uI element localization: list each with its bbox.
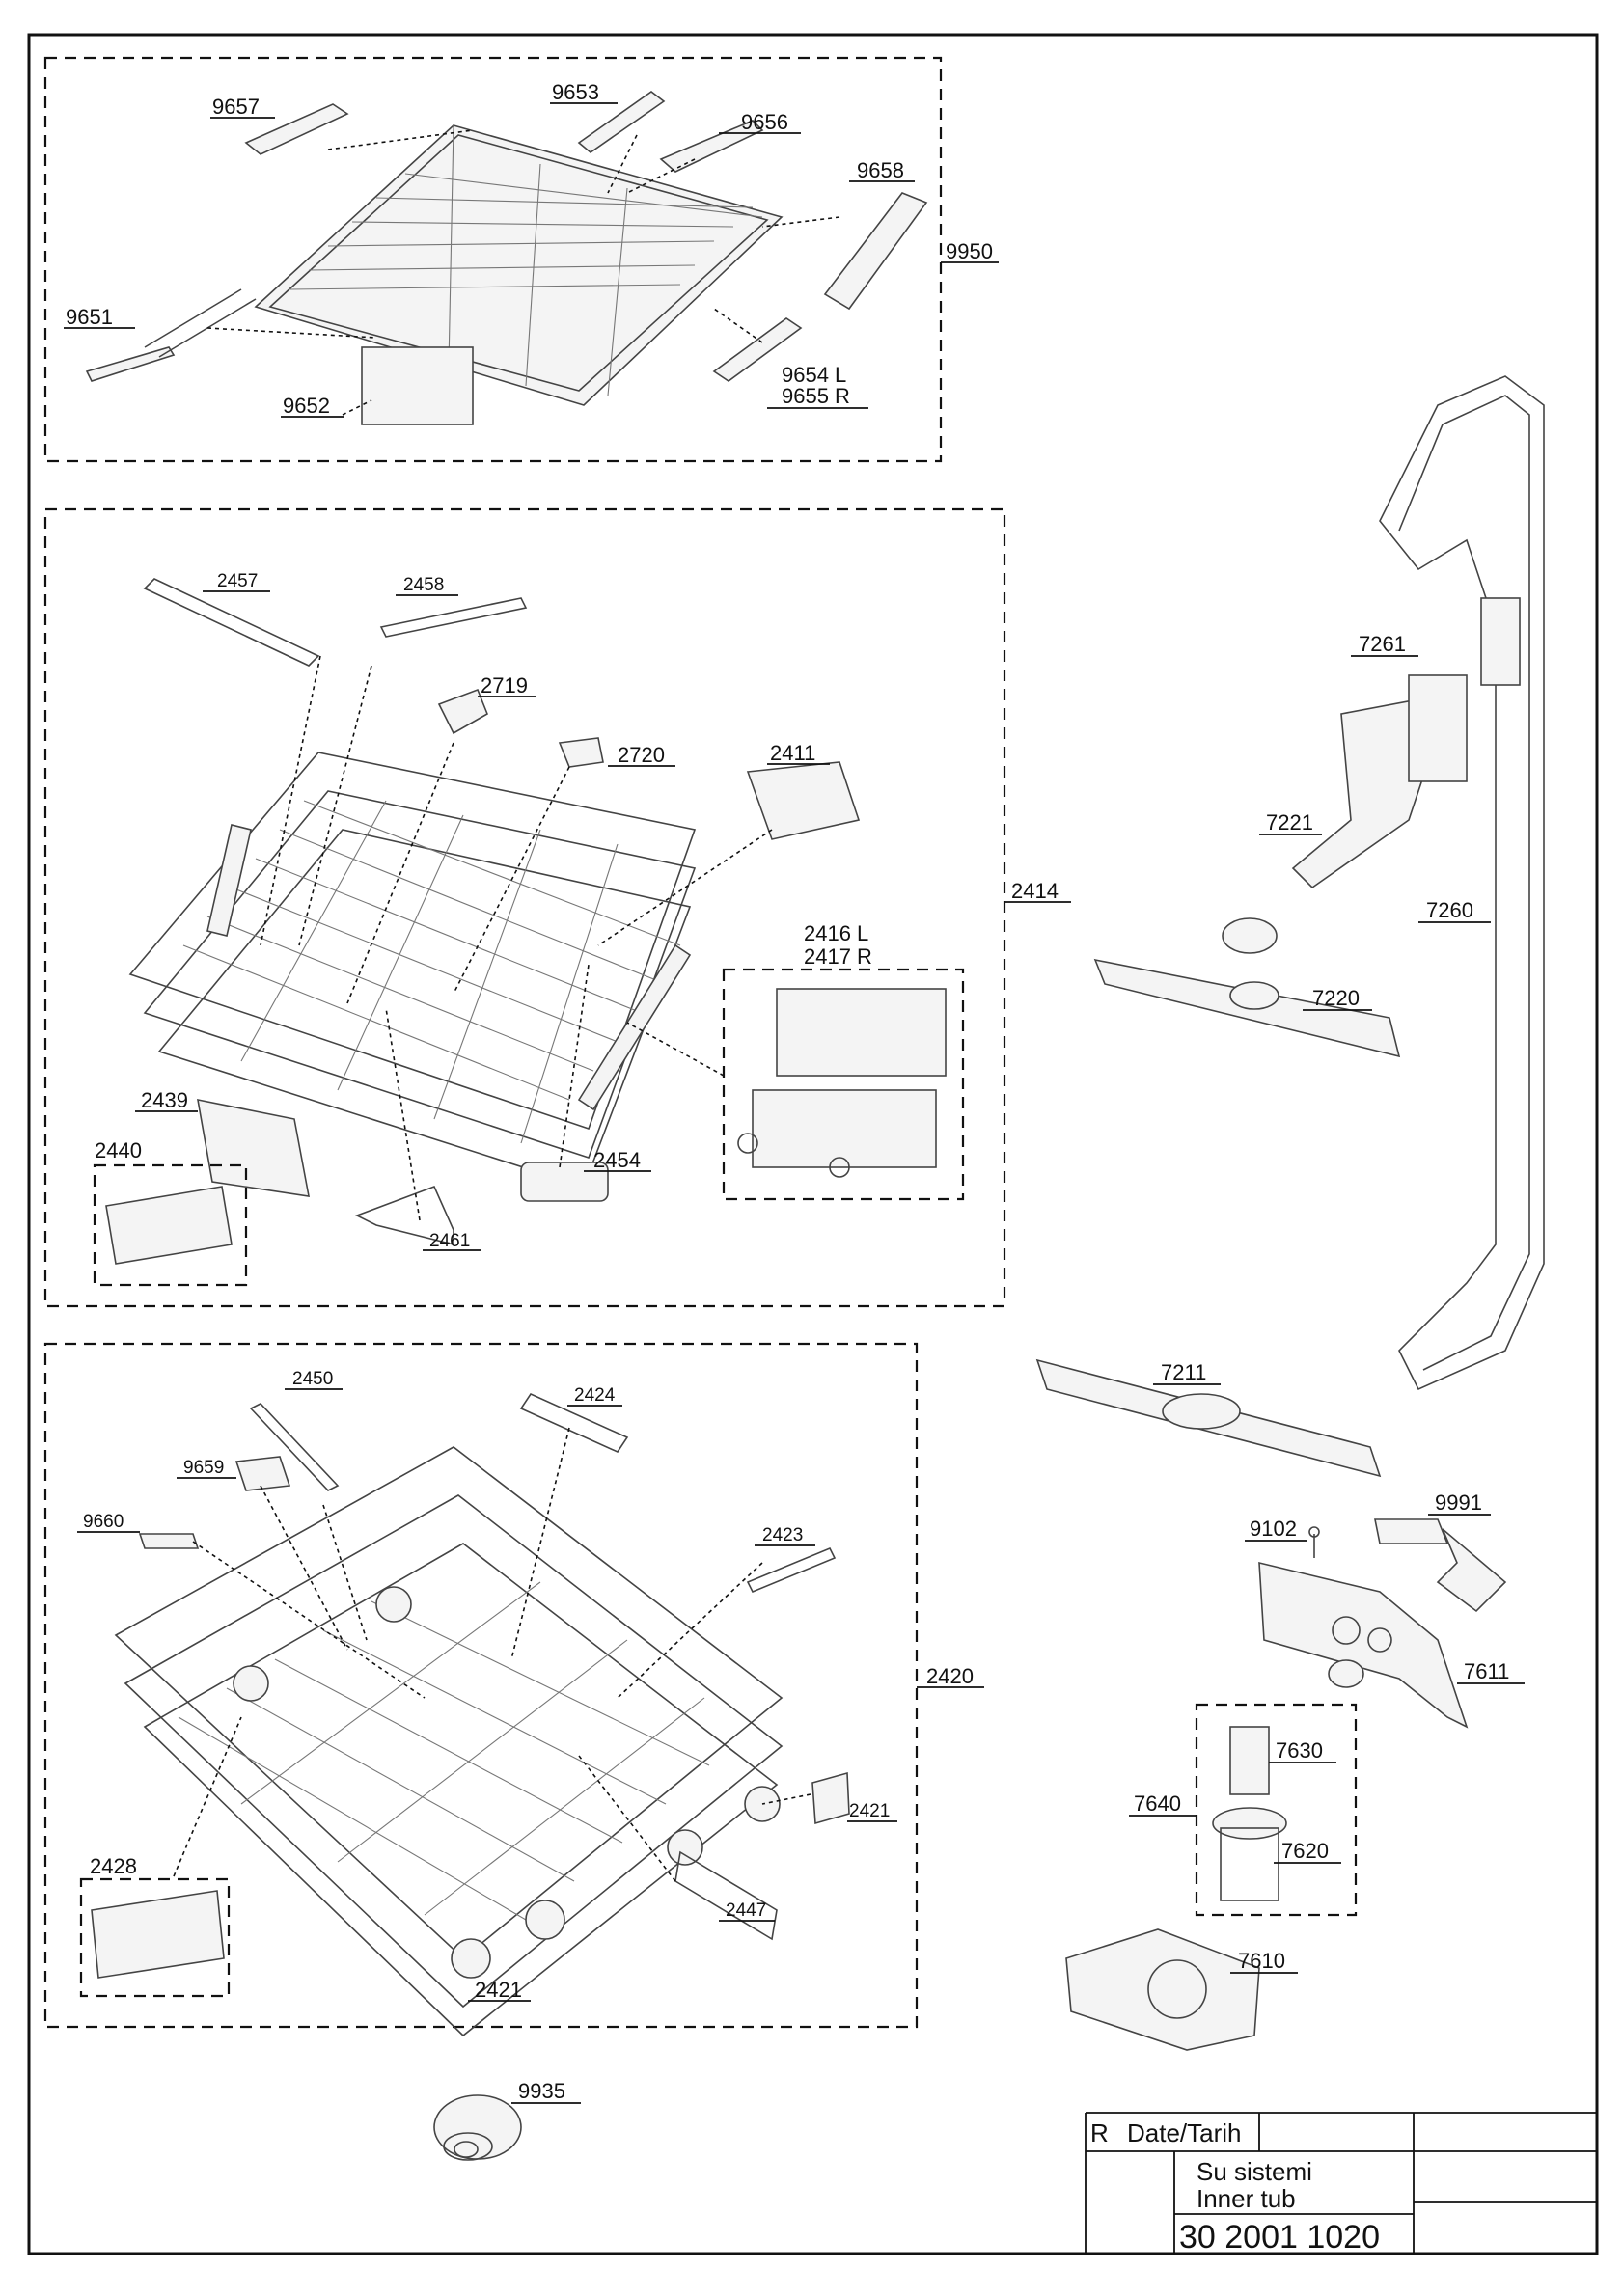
label-9660: 9660 [83,1512,124,1532]
label-2411: 2411 [770,741,815,765]
label-2414: 2414 [1011,879,1059,903]
label-2719: 2719 [481,673,528,697]
label-2424: 2424 [574,1385,616,1406]
clip-2440-drawing [105,1186,233,1265]
label-9659: 9659 [183,1458,224,1478]
filter-7640-drawing [1212,1726,1287,1901]
water-pipe-7260-drawing [1379,375,1545,1391]
label-2417: 2417 R [804,944,872,969]
label-9658: 9658 [857,158,904,182]
label-2461: 2461 [429,1231,470,1251]
label-2720: 2720 [618,743,665,767]
group-2416-frame [722,968,965,1201]
spray-arm-7211-drawing [1035,1358,1382,1478]
group-2414-frame [43,507,1006,1308]
label-2421-right: 2421 [849,1801,890,1821]
leaders-9950 [206,129,840,416]
group-9950-frame [43,56,943,463]
part-9102-9991-drawing [1308,1518,1507,1613]
label-9653: 9653 [552,80,599,104]
label-2440: 2440 [95,1138,142,1162]
label-7611: 7611 [1464,1659,1509,1683]
labels-2420: 2450 2424 9659 9660 2423 2420 2421 2428 … [77,1369,984,2002]
group-2428-frame [79,1877,231,1998]
label-2454: 2454 [593,1148,641,1172]
page-border [27,33,1599,2255]
label-2421-bottom: 2421 [475,1978,522,2002]
title-block-drawing-number: 30 2001 1020 [1179,2219,1380,2255]
label-7261: 7261 [1359,632,1406,656]
label-9102: 9102 [1250,1517,1297,1541]
label-9950: 9950 [946,239,993,263]
part-9935-drawing [433,2094,522,2161]
label-9991: 9991 [1435,1490,1482,1515]
leaders-2414 [260,655,773,1221]
spray-arm-7221-drawing [1291,674,1468,889]
labels-2414: 2457 2458 2719 2720 2411 2414 2416 L 241… [95,571,1071,1251]
label-9654: 9654 L [782,363,846,387]
label-2428: 2428 [90,1854,137,1878]
label-7260: 7260 [1426,898,1473,922]
label-9655: 9655 R [782,384,850,408]
label-2416: 2416 L [804,921,868,945]
group-2420-frame [43,1342,919,2029]
label-9656: 9656 [741,110,788,134]
label-7610: 7610 [1238,1949,1285,1973]
label-2447: 2447 [726,1900,766,1921]
cutlery-tray-drawing [85,91,928,425]
group-7640-frame [1195,1703,1358,1917]
label-7620: 7620 [1281,1839,1329,1863]
label-9652: 9652 [283,394,330,418]
label-7221: 7221 [1266,810,1313,834]
leaders-2420 [173,1427,812,1882]
group-2440-frame [93,1163,248,1287]
label-2439: 2439 [141,1088,188,1112]
clip-2428-drawing [91,1890,225,1979]
label-7211: 7211 [1161,1360,1206,1384]
label-2420: 2420 [926,1664,974,1688]
title-block-title-tr: Su sistemi [1197,2157,1312,2186]
label-7630: 7630 [1276,1738,1323,1763]
labels-water-system: 7261 7221 7260 7220 7211 9102 9991 7611 … [1129,632,1525,1974]
label-9651: 9651 [66,305,113,329]
hinge-parts-drawing [737,988,947,1178]
spray-arm-7220-drawing [1093,917,1401,1058]
label-7640: 7640 [1134,1791,1181,1816]
label-2458: 2458 [403,575,444,595]
title-block-rev: R [1090,2118,1109,2147]
label-2450: 2450 [292,1369,333,1389]
lower-basket-drawing [114,1392,850,2037]
filter-7610-drawing [1065,1928,1260,2051]
label-9657: 9657 [212,95,260,119]
label-2457: 2457 [217,571,258,591]
label-7220: 7220 [1312,986,1360,1010]
title-block-title-en: Inner tub [1197,2184,1296,2213]
label-2423: 2423 [762,1525,803,1545]
label-9935: 9935 [518,2079,565,2103]
title-block-date-label: Date/Tarih [1127,2118,1242,2147]
title-block: R Date/Tarih Su sistemi Inner tub 30 200… [1085,2112,1597,2255]
sump-cover-7611-drawing [1258,1561,1469,1729]
labels-9950: 9657 9653 9656 9658 9950 9651 9654 L 965… [64,80,999,418]
